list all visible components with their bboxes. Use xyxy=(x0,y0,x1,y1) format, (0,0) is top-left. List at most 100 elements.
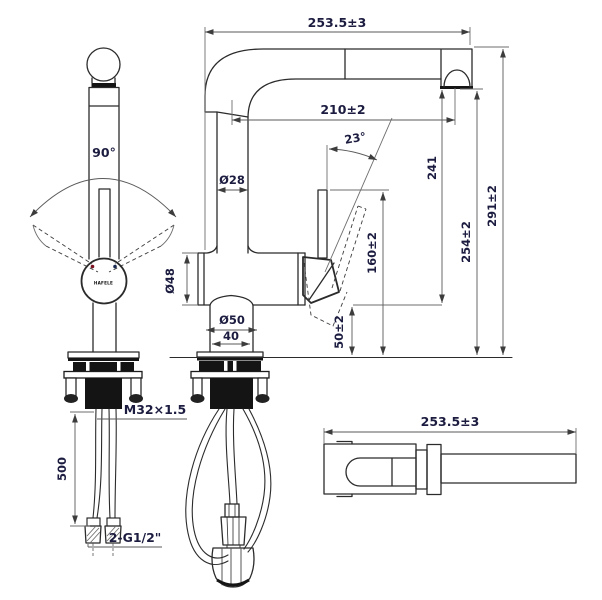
swivel-dash-r1 xyxy=(114,224,175,265)
front-hose2 xyxy=(96,408,103,519)
pullout-hose-outer xyxy=(185,408,229,565)
dim-160-label: 160±2 xyxy=(365,232,379,274)
hose-nut xyxy=(220,516,247,546)
handle-cone-facet xyxy=(308,262,335,301)
swivel-cap-left xyxy=(32,224,47,247)
connector-flange xyxy=(426,443,442,496)
threaded-shank xyxy=(210,378,253,409)
dim-28-label: Ø28 xyxy=(219,173,245,187)
ext-top-width xyxy=(204,27,471,250)
body-top-left xyxy=(197,245,218,254)
ext-48 xyxy=(182,252,198,306)
front-threaded-shank xyxy=(85,378,122,409)
top-view xyxy=(323,440,577,498)
handle-dashed-edge2 xyxy=(339,208,367,292)
mounting-bracket xyxy=(190,370,270,379)
dim-500-label: 500 xyxy=(55,457,69,481)
spray-head-u-outline xyxy=(345,457,417,487)
ext-500 xyxy=(70,411,94,527)
swivel-dash-r2 xyxy=(108,245,162,273)
fitting-right-hatch xyxy=(106,525,121,544)
dim-bottom-width-label: 253.5±3 xyxy=(421,414,480,429)
base-flange xyxy=(196,351,264,358)
hot-indicator-dot xyxy=(90,264,95,269)
handle-front-slot xyxy=(98,188,111,258)
handle-dashed-edge1 xyxy=(331,205,359,289)
dim-23-label: 23° xyxy=(343,129,367,147)
front-stud-foot-right xyxy=(129,394,143,403)
barrel-bottom-shade xyxy=(216,578,250,587)
supply-hose-a xyxy=(225,408,231,505)
riser-joint-line xyxy=(216,111,249,118)
arm-tube-top xyxy=(440,453,577,484)
front-hose3 xyxy=(108,408,111,519)
nut-barrel-link xyxy=(226,544,241,549)
pullout-hose-inner2 xyxy=(247,408,272,553)
dim-g12-label: 2-G1/2" xyxy=(109,530,162,545)
dim-48-label: Ø48 xyxy=(163,268,177,294)
barrel-facets xyxy=(221,548,242,588)
hose-connector xyxy=(224,503,240,518)
dim-90-label: 90° xyxy=(92,145,116,160)
brand-logo-text: HAFELE xyxy=(94,281,113,286)
clamp-block xyxy=(199,361,261,371)
stud-foot-right xyxy=(255,394,270,403)
housing-tabs xyxy=(336,440,353,498)
connector-step xyxy=(415,449,428,490)
leader-g12 xyxy=(87,544,162,548)
dim-50-label: 50±2 xyxy=(332,315,346,349)
ray-23-tilted xyxy=(324,117,393,273)
stud-foot-left xyxy=(190,394,205,403)
front-clamp-slot2 xyxy=(117,362,121,372)
dim-top-width-label: 253.5±3 xyxy=(308,15,367,30)
fitting-left-cap xyxy=(86,517,101,527)
arc-23 xyxy=(328,146,378,161)
side-view xyxy=(169,48,513,588)
base-neck-fillet xyxy=(209,294,254,306)
fitting-left-hatch xyxy=(86,525,101,544)
swivel-cap-right xyxy=(160,224,175,247)
fitting-centerlines xyxy=(92,543,114,557)
front-view: HAFELE xyxy=(29,47,177,557)
body-top-right xyxy=(247,245,306,254)
dim-241-label: 241 xyxy=(425,156,439,180)
hose-nut-facets xyxy=(226,516,240,546)
base-column-front xyxy=(92,302,117,353)
front-stud-foot-left xyxy=(64,394,78,403)
spout-head-front xyxy=(86,47,121,82)
dimension-layer: 253.5±3 210±2 23° 90° Ø28 Ø48 Ø50 40 241… xyxy=(55,15,577,548)
front-clamp-slot1 xyxy=(86,362,90,372)
dim-40-label: 40 xyxy=(223,329,239,343)
front-clamp-block xyxy=(73,362,134,372)
handle-lever xyxy=(317,189,328,259)
front-hose4 xyxy=(114,408,117,519)
fitting-right-cap xyxy=(106,517,121,527)
clamp-slot2 xyxy=(233,361,237,371)
supply-hose-b xyxy=(232,408,238,505)
handle-dashed-cap xyxy=(357,205,367,210)
swivel-arc xyxy=(29,178,177,218)
front-mounting-bracket xyxy=(63,370,143,379)
dim-m32-label: M32×1.5 xyxy=(124,402,186,417)
swivel-dash-l2 xyxy=(45,245,99,273)
spout-band xyxy=(91,83,116,88)
clamp-slot1 xyxy=(224,361,228,371)
dim-reach-label: 210±2 xyxy=(320,102,365,117)
swivel-dash-l1 xyxy=(32,224,93,265)
aerator-dome xyxy=(443,69,471,88)
pullout-hose-outer2 xyxy=(242,408,266,550)
handle-cone xyxy=(302,256,340,304)
handle-cone-dashed xyxy=(303,262,348,327)
front-flange xyxy=(67,351,140,359)
front-hose1 xyxy=(92,408,97,519)
spray-connector-barrel xyxy=(211,547,255,588)
hose-connector-facets xyxy=(228,503,236,518)
dim-291-label: 291±2 xyxy=(485,185,499,227)
logo-ball xyxy=(80,257,128,305)
dim-254-label: 254±2 xyxy=(459,221,473,263)
spout-neck-edges xyxy=(91,77,116,84)
dim-50d-label: Ø50 xyxy=(219,313,245,327)
cold-indicator-dot xyxy=(113,264,117,269)
